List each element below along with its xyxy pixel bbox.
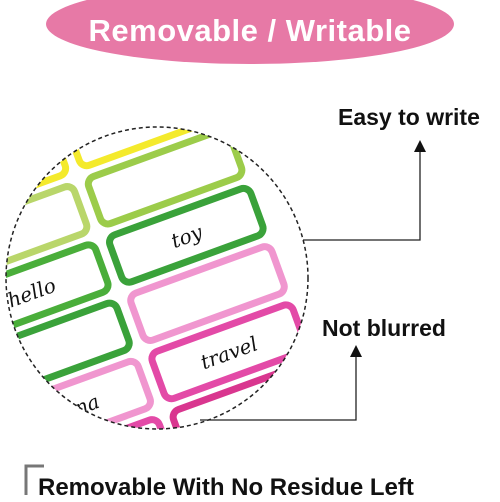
label-pink2-right — [148, 301, 308, 403]
callout-line-write — [303, 150, 421, 241]
footer-title: Removable With No Residue Left — [38, 474, 414, 501]
zoom-circle-border — [5, 126, 309, 430]
label-lightgreen-right — [84, 127, 246, 228]
title-banner: Removable / Writable — [46, 0, 454, 64]
footer-bracket — [24, 464, 44, 495]
label-green-right — [106, 184, 267, 286]
label-green-left — [6, 241, 112, 343]
arrow-up-icon — [414, 140, 426, 152]
callout-not-blurred: Not blurred — [322, 315, 446, 341]
label-pink-right — [127, 243, 288, 344]
callout-easy-to-write: Easy to write — [338, 104, 480, 130]
banner-title: Removable / Writable — [88, 13, 412, 48]
callout-line-blur — [200, 355, 357, 421]
zoom-circle-content: hello toy Anna travel — [6, 127, 308, 429]
arrow-up-icon — [350, 345, 362, 357]
